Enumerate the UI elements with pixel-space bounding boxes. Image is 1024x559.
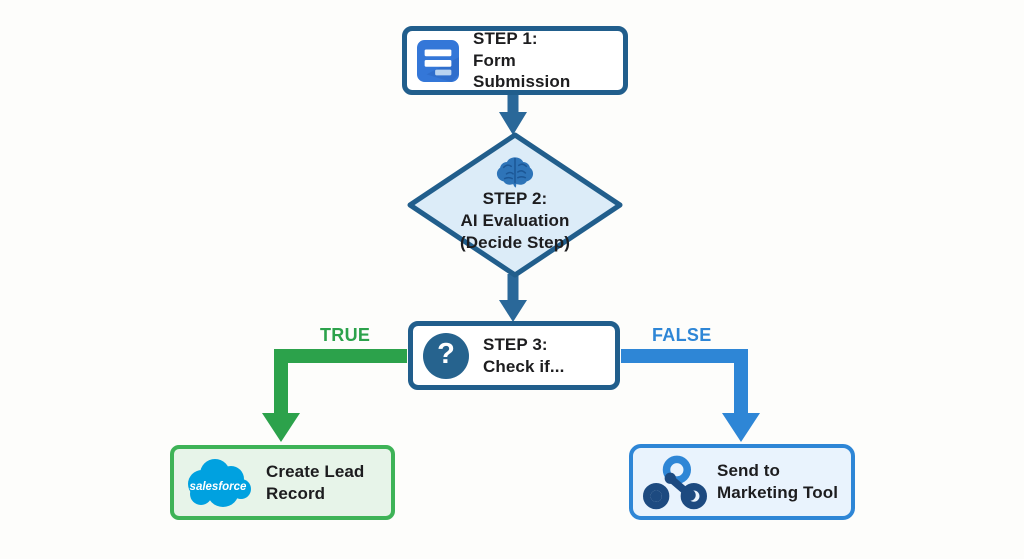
false-branch-label: FALSE [652,325,712,345]
decision-diamond-shape [407,132,623,278]
arrow-false-branch [621,349,760,442]
arrow-true-branch [262,349,407,442]
create-lead-record-label: Create Lead Record [266,461,365,503]
step1-title: STEP 1: [473,28,538,48]
step2-title: STEP 2: [482,189,548,209]
true-branch-label: TRUE [320,325,371,345]
node-step3-check-if: ? STEP 3: Check if... [408,321,620,390]
step2-label: AI Evaluation [460,211,570,231]
step2-sublabel: (Decide Step) [460,232,570,252]
salesforce-logo: salesforce [188,458,251,507]
node-send-to-marketing-tool: Send to Marketing Tool [629,444,855,520]
arrow-step2-to-step3 [499,274,527,322]
webhook-icon [643,455,707,510]
send-to-marketing-tool-label: Send to Marketing Tool [717,461,839,502]
node-create-lead-record: salesforce Create Lead Record [170,445,395,520]
salesforce-logo-text: salesforce [190,481,248,493]
step1-label: Form Submission [473,50,571,92]
step3-label: Check if... [483,356,565,376]
brain-icon [496,157,534,188]
step1-text: STEP 1: Form Submission [473,28,611,93]
node-step1-form-submission: STEP 1: Form Submission [402,26,628,95]
arrow-step1-to-step2 [499,92,527,135]
step3-title: STEP 3: [483,334,548,354]
step3-text: STEP 3: Check if... [483,334,564,378]
form-icon [417,39,459,82]
question-icon: ? [423,332,469,379]
node-step2-ai-evaluation: STEP 2: AI Evaluation (Decide Step) [408,136,622,274]
step2-text: STEP 2: AI Evaluation (Decide Step) [460,188,570,253]
